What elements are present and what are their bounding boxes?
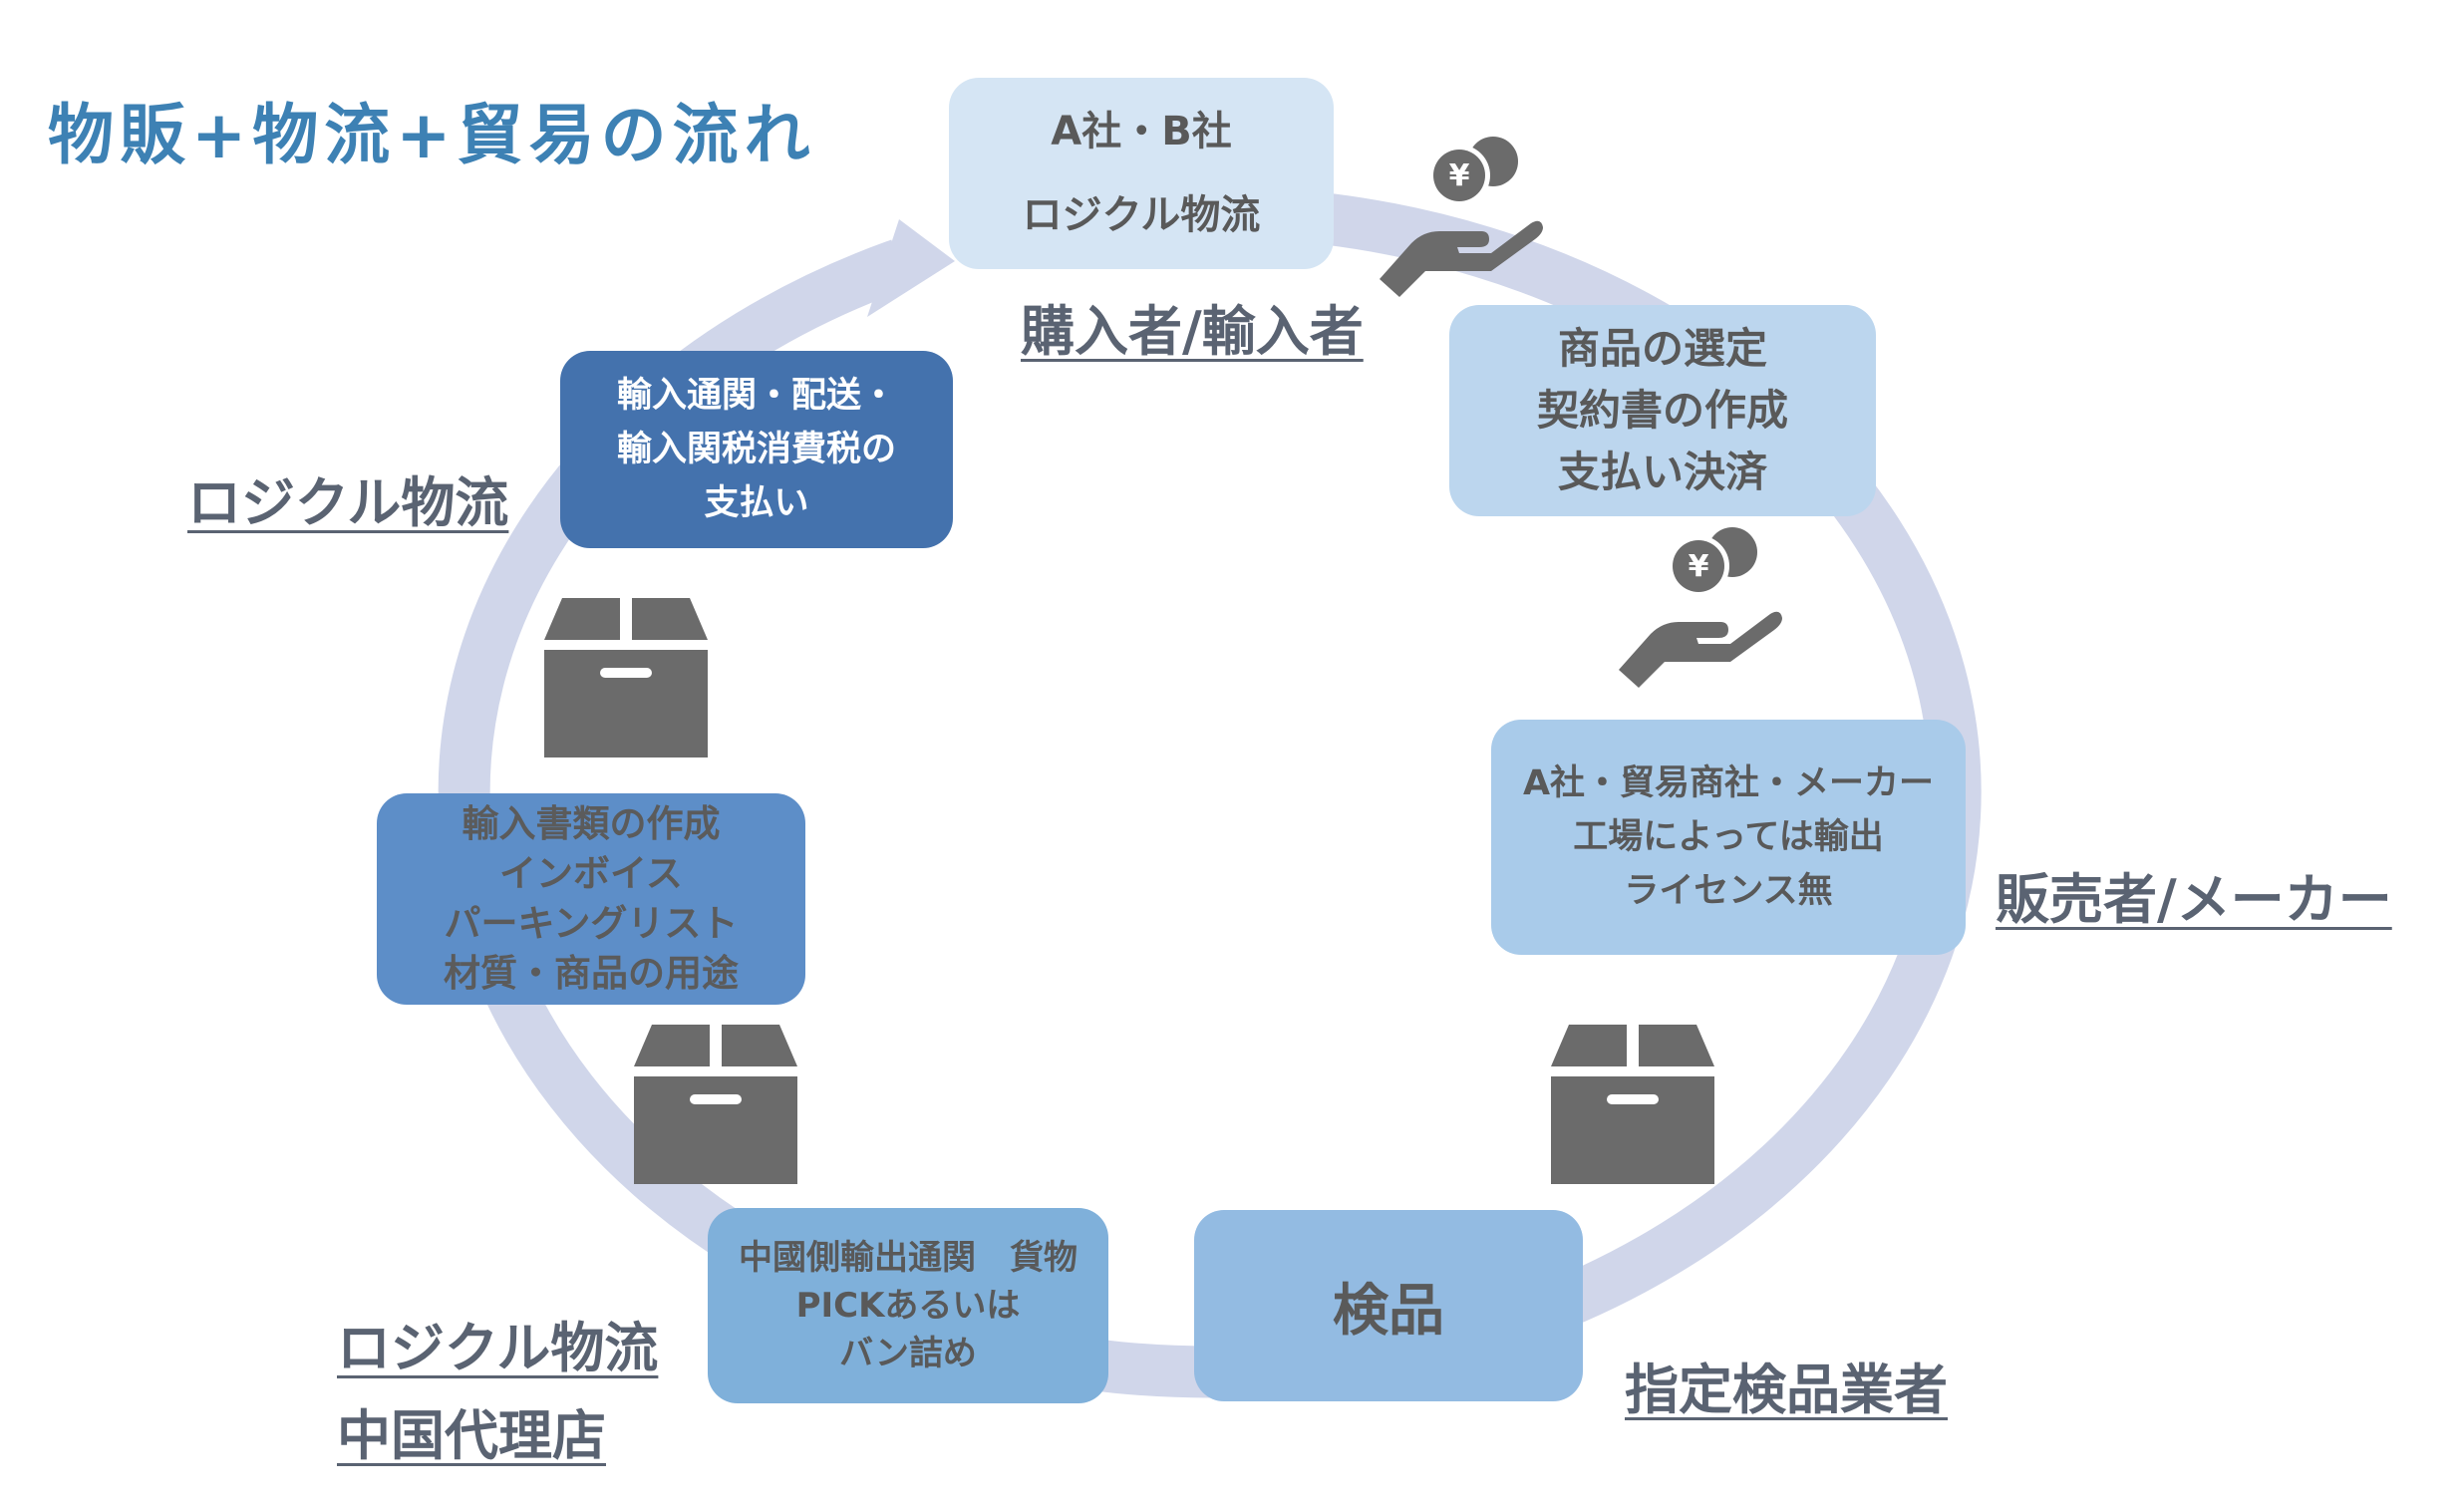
step-documents: 輸入書類の作成 インボイス パーキングリスト 材質・商品の用途 [377, 793, 805, 1005]
yen-coin-hand-icon: ¥ [1380, 137, 1543, 297]
cardboard-box-icon [544, 598, 708, 757]
step-inspection: 検品 [1194, 1210, 1583, 1401]
step-line: 支払い決済 [1557, 448, 1767, 496]
step-line: 輸入書類の作成 [462, 802, 721, 845]
cycle-arrowhead [867, 219, 955, 317]
step-line: ライセンス無 [1624, 871, 1833, 911]
step-seller: A社・貿易商社・メーカー 工場によっては輸出 ライセンス無 [1491, 720, 1966, 955]
role-seller: 販売者/メーカー [1996, 868, 2392, 931]
step-line: 検品 [1333, 1278, 1444, 1344]
svg-text:¥: ¥ [1449, 158, 1470, 193]
step-line: 材質・商品の用途 [444, 952, 739, 995]
step-buyer-company: A社・B社 ロジクル物流 [949, 78, 1334, 269]
cardboard-box-icon [1551, 1025, 1714, 1184]
role-logistics-bottom: ロジクル物流 [337, 1317, 659, 1379]
step-line: 商品の選定 [1557, 324, 1767, 373]
step-selection: 商品の選定 契約書の作成 支払い決済 [1449, 305, 1876, 516]
step-line: 中國側輸出通関 貨物 [739, 1238, 1078, 1278]
step-line: バン詰め [839, 1334, 977, 1373]
page-title: 物販+物流+貿易の流れ [48, 97, 816, 173]
step-line: 輸入通関・配送・ [616, 376, 896, 416]
svg-text:¥: ¥ [1689, 549, 1709, 584]
yen-coin-hand-icon: ¥ [1619, 527, 1782, 688]
cardboard-box-icon [634, 1025, 797, 1184]
step-import: 輸入通関・配送・ 輸入関税消費税の 支払い [560, 351, 953, 548]
step-line: A社・B社 [1051, 109, 1232, 154]
step-line: ロジクル物流 [1022, 192, 1261, 238]
step-line: 輸入関税消費税の [616, 430, 896, 469]
step-line: 契約書の作成 [1536, 386, 1788, 435]
step-line: 支払い [704, 483, 809, 523]
role-inspector: 指定検品業者 [1625, 1359, 1948, 1421]
role-buyer: 購入者/輸入者 [1021, 300, 1364, 363]
role-china-agent: 中国代理店 [337, 1404, 606, 1467]
step-line: パーキングリスト [444, 902, 739, 945]
step-line: PICKあるいは [795, 1286, 1021, 1326]
step-china-export: 中國側輸出通関 貨物 PICKあるいは バン詰め [708, 1208, 1108, 1403]
role-logistics-top: ロジクル物流 [187, 471, 509, 534]
step-line: 工場によっては輸出 [1573, 817, 1884, 857]
step-line: インボイス [499, 852, 683, 895]
step-line: A社・貿易商社・メーカー [1522, 763, 1935, 803]
